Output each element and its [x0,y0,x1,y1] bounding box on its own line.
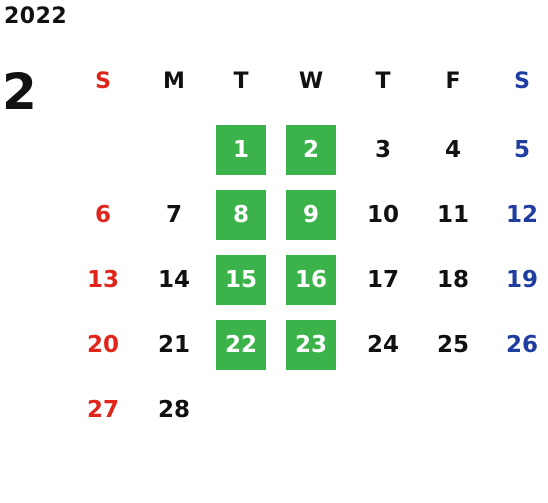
day-cell-17[interactable]: 17 [366,267,399,293]
day-cell-16[interactable]: 16 [286,255,336,305]
day-cell-18[interactable]: 18 [436,267,469,293]
weekday-header-5: F [445,68,461,94]
year-label: 2022 [4,4,68,29]
month-label: 2 [2,63,37,121]
day-cell-13[interactable]: 13 [86,267,119,293]
day-cell-7[interactable]: 7 [165,202,182,228]
day-cell-23[interactable]: 23 [286,320,336,370]
day-cell-21[interactable]: 21 [157,332,190,358]
day-cell-15[interactable]: 15 [216,255,266,305]
day-cell-2[interactable]: 2 [286,125,336,175]
day-cell-11[interactable]: 11 [436,202,469,228]
day-cell-8[interactable]: 8 [216,190,266,240]
day-cell-3[interactable]: 3 [374,137,391,163]
day-cell-22[interactable]: 22 [216,320,266,370]
day-cell-10[interactable]: 10 [366,202,399,228]
weekday-header-6: S [514,68,530,94]
day-cell-25[interactable]: 25 [436,332,469,358]
day-cell-9[interactable]: 9 [286,190,336,240]
weekday-header-0: S [95,68,111,94]
day-cell-27[interactable]: 27 [86,397,119,423]
weekday-header-3: W [298,68,324,94]
weekday-header-4: T [375,68,391,94]
day-cell-5[interactable]: 5 [513,137,530,163]
weekday-header-2: T [233,68,249,94]
day-cell-6[interactable]: 6 [94,202,111,228]
day-cell-14[interactable]: 14 [157,267,190,293]
day-cell-12[interactable]: 12 [505,202,538,228]
day-cell-1[interactable]: 1 [216,125,266,175]
day-cell-20[interactable]: 20 [86,332,119,358]
day-cell-26[interactable]: 26 [505,332,538,358]
weekday-header-1: M [163,68,185,94]
day-cell-28[interactable]: 28 [157,397,190,423]
day-cell-19[interactable]: 19 [505,267,538,293]
day-cell-24[interactable]: 24 [366,332,399,358]
day-cell-4[interactable]: 4 [444,137,461,163]
